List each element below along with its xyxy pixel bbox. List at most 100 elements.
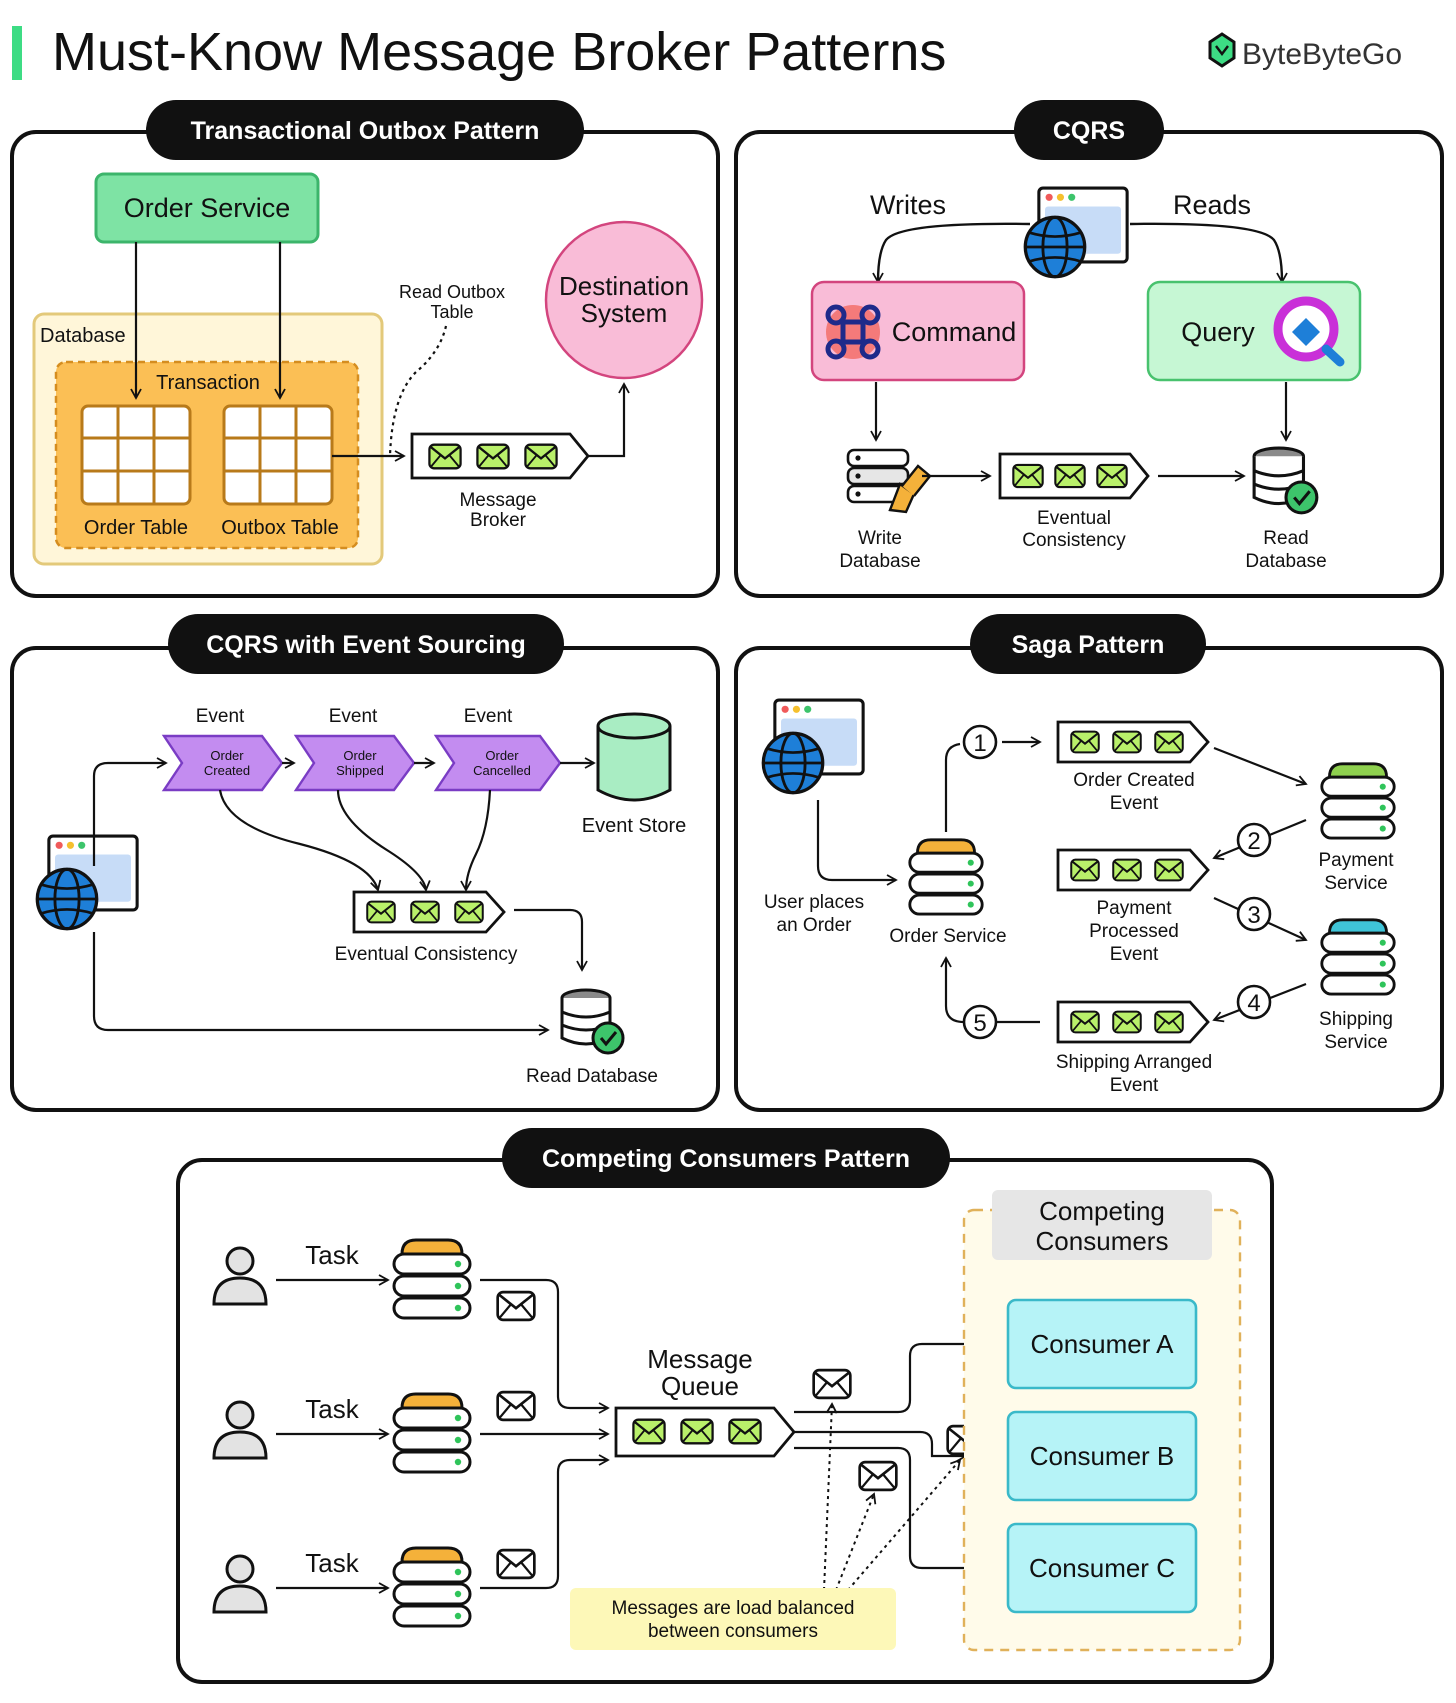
message-broker-label-2: Broker [470, 510, 527, 531]
svg-text:Order: Order [343, 748, 377, 763]
step-1-badge [962, 724, 998, 760]
svg-text:Cancelled: Cancelled [473, 763, 531, 778]
write-database-label-2: Database [839, 551, 920, 572]
envelope-icon [812, 1368, 852, 1400]
message-broker-label-1: Message [459, 490, 536, 511]
svg-text:Order: Order [210, 748, 244, 763]
panel-title-pill [1014, 100, 1164, 160]
arrow-reads [1129, 222, 1288, 284]
eventual-consistency-label: Eventual Consistency [335, 944, 518, 965]
writes-label: Writes [870, 190, 946, 220]
task-label-3: Task [305, 1548, 359, 1578]
panel-transactional-outbox: Transactional Outbox Pattern Order Servi… [10, 100, 720, 598]
user-action-label-1: User places [764, 892, 864, 913]
command-key-icon [825, 304, 881, 360]
arrow-to-payment-service [1213, 746, 1308, 787]
panel-competing-consumers: Competing Consumers Pattern Task Task Ta… [176, 1128, 1274, 1684]
eventual-consistency-label-2: Consistency [1022, 530, 1126, 551]
order-service-label: Order Service [889, 926, 1006, 947]
shipping-arranged-broker-icon [1056, 1000, 1210, 1044]
shipping-arranged-label-2: Event [1110, 1075, 1159, 1096]
message-queue-label-1: Message [647, 1344, 753, 1374]
envelope-icon [496, 1390, 536, 1422]
envelope-icon [496, 1290, 536, 1322]
order-service-box [94, 172, 320, 244]
arrow-step1 [944, 742, 961, 832]
message-queue-label-2: Queue [661, 1371, 739, 1401]
group-title-box [992, 1190, 1212, 1260]
shipping-service-label-2: Service [1324, 1032, 1387, 1053]
event-label-1: Event [196, 706, 245, 727]
envelope-icon [496, 1548, 536, 1580]
transaction-label: Transaction [156, 372, 260, 394]
step-2-number: 2 [1247, 828, 1260, 855]
group-title-1: Competing [1039, 1196, 1165, 1226]
svg-text:Order: Order [485, 748, 519, 763]
query-label: Query [1181, 317, 1255, 347]
step-1-number: 1 [973, 730, 986, 757]
payment-processed-label-3: Event [1110, 944, 1159, 965]
arrow-broker-to-destination [588, 382, 630, 458]
read-database-label-2: Database [1245, 551, 1326, 572]
event-store-label: Event Store [582, 815, 687, 837]
panel-title: Saga Pattern [1012, 631, 1165, 659]
panel-title-pill [146, 100, 584, 160]
eventual-consistency-broker-icon [352, 890, 506, 934]
consumer-a-label: Consumer A [1030, 1329, 1174, 1359]
panel-title: CQRS [1053, 117, 1125, 145]
producer-server-icon [392, 1546, 472, 1628]
panel-cqrs: CQRS Writes Reads Command Query [734, 100, 1444, 598]
load-balance-note [570, 1588, 896, 1650]
arrow-writes [872, 222, 1031, 284]
svg-text:Shipped: Shipped [336, 763, 384, 778]
step-3-badge [1236, 896, 1272, 932]
note-label-2: between consumers [648, 1621, 818, 1642]
reads-label: Reads [1173, 190, 1251, 220]
step-4-number: 4 [1247, 990, 1260, 1017]
arrow-event1-to-broker [218, 789, 382, 892]
event-order-shipped: Order Shipped [293, 734, 416, 792]
write-database-icon [846, 448, 932, 514]
producer-server-icon [392, 1392, 472, 1474]
panel-title: Transactional Outbox Pattern [191, 117, 540, 145]
query-magnifier-icon [1273, 296, 1345, 367]
arrow-event3-to-broker [460, 789, 492, 892]
user-action-label-2: an Order [777, 915, 853, 936]
bytebytego-logo-icon [1208, 32, 1236, 68]
panel-title-pill [970, 614, 1206, 674]
arrow-client-to-events [92, 757, 168, 866]
command-label: Command [892, 317, 1017, 347]
panel-title: CQRS with Event Sourcing [206, 631, 525, 659]
task-label-2: Task [305, 1394, 359, 1424]
read-database-label-1: Read [1263, 528, 1308, 549]
consumer-c-label: Consumer C [1029, 1553, 1175, 1583]
order-service-server-icon [908, 838, 984, 916]
write-database-label-1: Write [858, 528, 902, 549]
panel-title-pill [168, 614, 564, 674]
event-order-cancelled: Order Cancelled [433, 734, 562, 792]
shipping-arranged-label-1: Shipping Arranged [1056, 1052, 1212, 1073]
eventual-consistency-label-1: Eventual [1037, 508, 1111, 529]
page-title: Must-Know Message Broker Patterns [52, 22, 946, 82]
task-label-1: Task [305, 1240, 359, 1270]
shipping-service-label-1: Shipping [1319, 1009, 1393, 1030]
event-order-created: Order Created [161, 734, 284, 792]
note-label-1: Messages are load balanced [612, 1598, 855, 1619]
globe-icon [761, 731, 825, 795]
message-queue-icon [614, 1406, 796, 1458]
globe-icon [1023, 215, 1087, 279]
shipping-service-server-icon [1320, 918, 1396, 996]
database-label: Database [40, 325, 126, 347]
read-outbox-label-2: Table [430, 302, 473, 322]
event-store-icon [596, 712, 672, 802]
svg-text:Created: Created [204, 763, 250, 778]
payment-service-server-icon [1320, 762, 1396, 840]
panel-title: Competing Consumers Pattern [542, 1145, 910, 1173]
order-table-label: Order Table [84, 517, 188, 539]
order-created-label-1: Order Created [1073, 770, 1194, 791]
destination-system-circle [544, 220, 704, 380]
envelope-icon [858, 1460, 898, 1492]
producer-server-icon [392, 1238, 472, 1320]
order-table-icon [80, 404, 192, 506]
payment-processed-broker-icon [1056, 848, 1210, 892]
